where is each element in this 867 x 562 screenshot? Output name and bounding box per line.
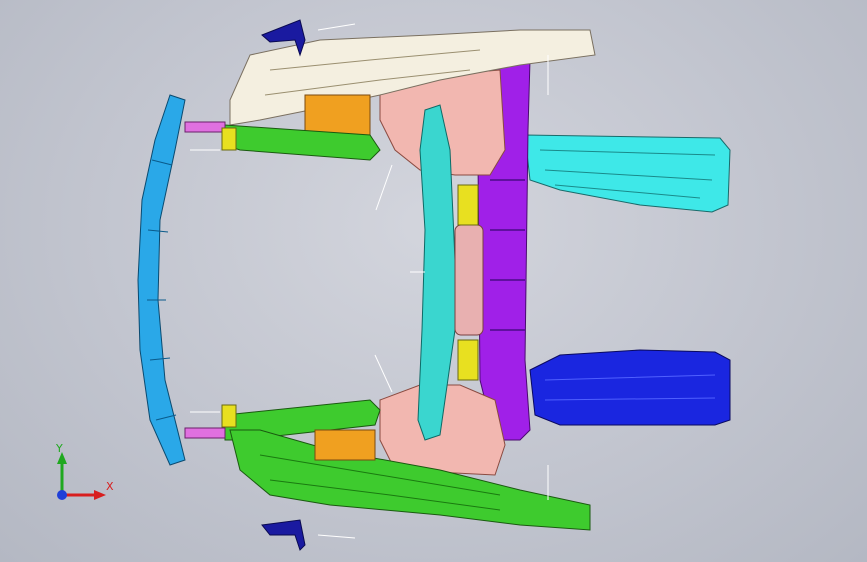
dash-panel-ribs bbox=[490, 179, 525, 331]
coordinate-triad: Y X bbox=[44, 440, 124, 510]
bumper-mount-upper[interactable] bbox=[221, 127, 237, 151]
rear-rail-upper-channel bbox=[539, 149, 716, 199]
annotation-leaders bbox=[190, 23, 549, 539]
upper-side-rail-detail bbox=[264, 49, 481, 96]
rear-rail-lower-channel bbox=[544, 374, 716, 401]
x-axis-label: X bbox=[106, 480, 114, 493]
x-axis-head bbox=[94, 490, 106, 500]
y-axis-label: Y bbox=[55, 442, 63, 455]
tow-bracket-upper[interactable] bbox=[261, 19, 306, 57]
lower-frame-rail[interactable] bbox=[224, 399, 381, 441]
upper-brace[interactable] bbox=[304, 94, 371, 136]
bumper-mount-lower[interactable] bbox=[221, 404, 237, 428]
crash-box-lower[interactable] bbox=[184, 427, 226, 439]
lower-brace[interactable] bbox=[314, 429, 376, 461]
center-bracket-upper[interactable] bbox=[457, 184, 479, 226]
lower-side-rail-detail bbox=[259, 454, 501, 511]
crash-box-upper[interactable] bbox=[184, 121, 226, 133]
bumper-beam-ribs bbox=[147, 159, 177, 421]
bumper-beam[interactable] bbox=[137, 94, 186, 466]
center-bracket-lower[interactable] bbox=[457, 339, 479, 381]
tow-bracket-lower[interactable] bbox=[261, 519, 306, 551]
z-axis-dot bbox=[57, 490, 67, 500]
rear-rail-lower[interactable] bbox=[529, 349, 731, 426]
y-axis-head bbox=[57, 452, 67, 464]
center-plate[interactable] bbox=[454, 224, 484, 336]
rear-rail-upper[interactable] bbox=[524, 134, 731, 213]
front-crossmember[interactable] bbox=[417, 104, 456, 441]
